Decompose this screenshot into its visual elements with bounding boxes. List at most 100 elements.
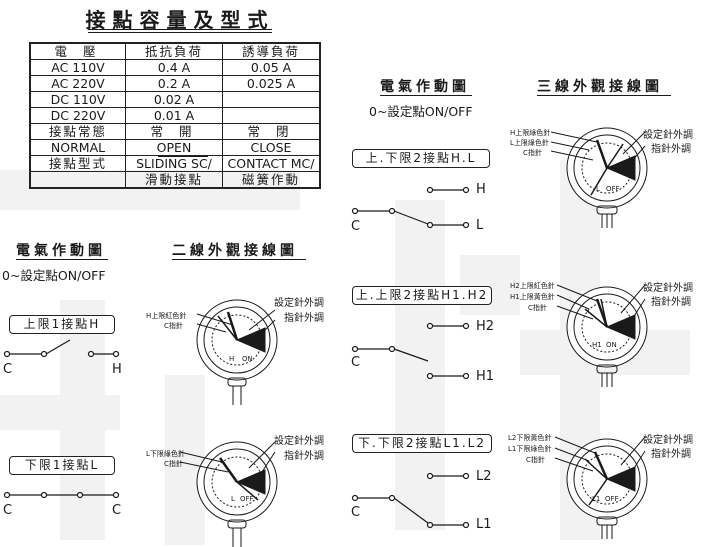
left-wiring-heading: 二線外觀接線圖 [172,243,298,259]
l1l2-two-contact-label: 下.下限2接點L1.L2 [352,434,492,453]
callout-h-pointer: H上限綠色針 [510,129,551,137]
dial-off-label: OFF [606,185,620,193]
callout-c-pointer: C指針 [164,322,183,330]
upper-limit-h-label: 上限1接點H [9,315,115,334]
switch-hl-diagram [351,186,470,229]
dial-h1-label: H1 [592,341,602,349]
table-cell: 0.01 A [125,107,223,124]
switch-h1h2-diagram [351,322,470,380]
callout-c-pointer: C指針 [523,149,542,157]
hl-two-contact-label: 上.下限2接點H.L [352,149,490,168]
callout-h1-yellow-pointer: H1上限黃色針 [510,293,555,301]
terminal-c: C [3,362,13,377]
table-cell: OPEN [125,139,223,156]
dial-h-label: H [229,355,235,363]
left-action-heading: 電氣作動圖 [16,243,106,259]
table-cell: 接點型式 [29,155,126,172]
table-header-row: 電 壓 抵抗負荷 誘導負荷 [29,42,321,60]
table-cell: CONTACT MC/ [222,155,321,172]
terminal-h2: H2 [476,319,495,334]
callout-pointer-adjust: 指針外調 [284,451,324,462]
dial-l1-label: L1 [592,495,601,503]
right-action-heading-underline [380,95,472,96]
callout-pointer-adjust: 指針外調 [284,313,324,324]
table-header: 電 壓 [29,42,126,60]
table-cell: 0.025 A [222,75,321,92]
gauge-h1h2-wiring [556,284,648,387]
table-cell: NORMAL [29,139,126,156]
left-setting-range: 0~設定點ON/OFF [2,268,106,283]
callout-set-pointer-adjust: 設定針外調 [274,436,324,447]
table-header: 抵抗負荷 [125,42,223,60]
switch-l-diagram [3,491,120,499]
callout-h-red-pointer: H上限紅色針 [146,312,187,320]
callout-set-pointer-adjust: 設定針外調 [643,130,693,141]
callout-set-pointer-adjust: 設定針外調 [274,298,324,309]
terminal-c: C [3,503,13,518]
dial-off-label: OFF [605,495,619,503]
terminal-h1: H1 [476,369,495,384]
table-cell: 0.05 A [222,59,321,76]
table-header: 誘導負荷 [222,42,321,60]
dial-l-label: L [231,495,235,503]
callout-l1-green-pointer: L1下限綠色針 [508,445,552,453]
terminal-h: H [476,182,486,197]
callout-c-pointer: C指針 [528,304,547,312]
terminal-c: C [112,503,122,518]
open-underline [158,156,208,157]
lower-limit-l-label: 下限1接點L [9,456,115,475]
table-cell: AC 220V [29,75,126,92]
terminal-c: C [351,505,361,520]
table-cell: AC 110V [29,59,126,76]
dial-on-label: ON [242,355,253,363]
gauge-hl-wiring [550,127,648,228]
callout-set-pointer-adjust: 設定針外調 [643,283,693,294]
left-wiring-heading-underline [172,259,306,260]
terminal-l1: L1 [476,517,492,532]
callout-h2-red-pointer: H2上限紅色針 [510,282,555,290]
page-title: 接點容量及型式 [85,8,275,32]
title-underline [88,29,272,30]
table-cell [29,171,126,189]
table-cell [222,91,321,108]
dial-on-label: ON [606,341,617,349]
table-row: 接點常態常 開常 閉 [29,123,321,140]
table-cell: 接點常態 [29,123,126,140]
switch-h-diagram [3,339,120,358]
table-cell: DC 220V [29,107,126,124]
table-cell: 磁簧作動 [222,171,321,189]
table-cell: 0.2 A [125,75,223,92]
callout-pointer-adjust: 指針外調 [651,297,691,308]
dial-l-label: L [596,185,600,193]
right-action-heading: 電氣作動圖 [380,79,470,95]
callout-l-pointer: L上限綠色針 [510,139,549,147]
table-cell: CLOSE [222,139,321,156]
callout-l2-yellow-pointer: L2下限黃色針 [508,434,552,442]
terminal-c: C [351,355,361,370]
table-row: 滑動接點磁簧作動 [29,171,321,189]
left-action-heading-underline [16,259,108,260]
callout-pointer-adjust: 指針外調 [651,449,691,460]
callout-pointer-adjust: 指針外調 [651,144,691,155]
table-cell: 常 閉 [222,123,321,140]
title-underline-2 [88,32,272,33]
terminal-l2: L2 [476,469,492,484]
right-wiring-heading: 三線外觀接線圖 [537,79,663,95]
table-cell: 常 開 [125,123,223,140]
gauge-l1l2-wiring [554,436,648,539]
gauge-l-wiring [179,441,278,547]
right-wiring-heading-underline [537,95,671,96]
gauge-h-wiring [196,299,278,405]
table-cell: DC 110V [29,91,126,108]
callout-l-green-pointer: L下限綠色針 [146,450,185,458]
table-cell: 0.02 A [125,91,223,108]
table-cell: SLIDING SC/ [125,155,223,172]
